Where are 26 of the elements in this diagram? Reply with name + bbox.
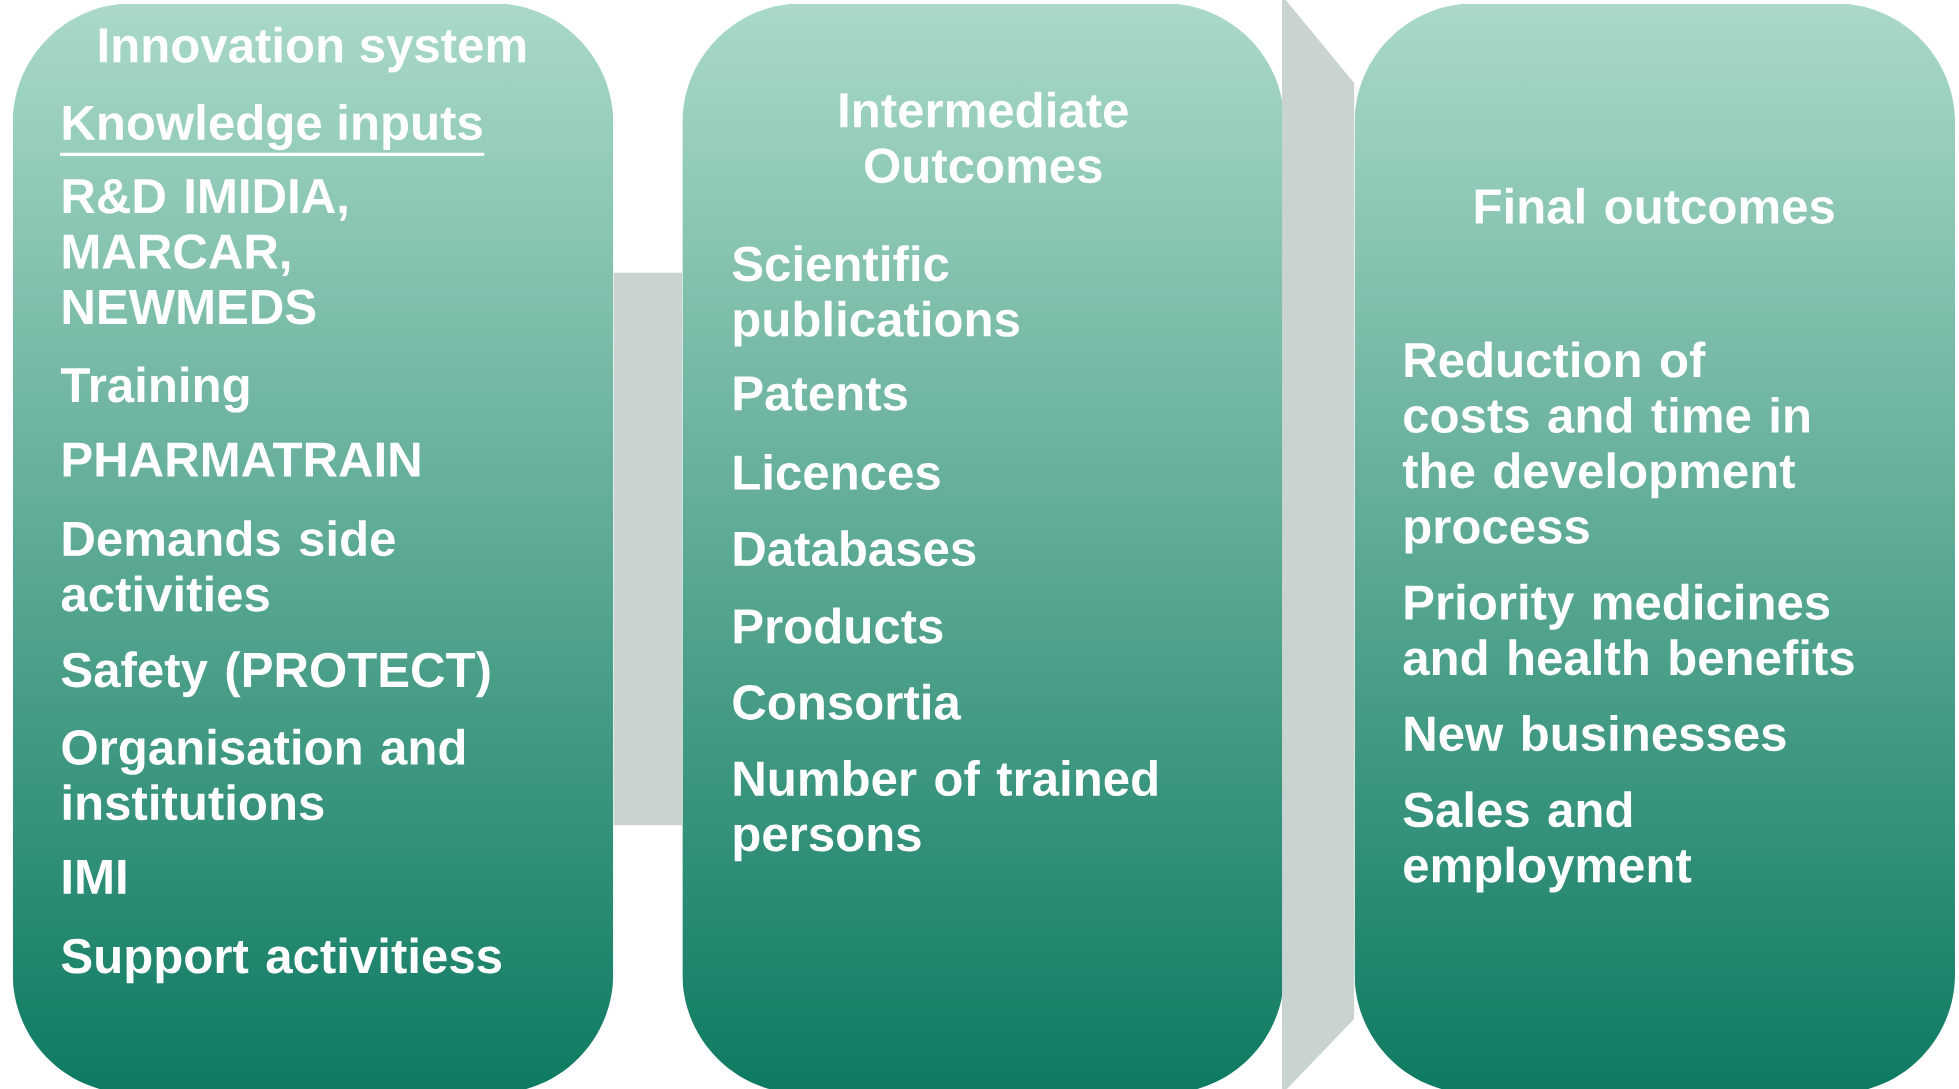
rounded-box	[60, 26, 526, 984]
list-item: Products	[734, 607, 943, 644]
list-item: Safety (PROTECT)	[61, 651, 490, 697]
list-item: Reduction of costs and time in the development process	[1402, 341, 1809, 554]
connector-band	[613, 272, 682, 826]
list-item: PHARMATRAIN	[63, 442, 420, 477]
heading: Final outcomes	[1475, 187, 1834, 224]
list-item: Number of trained persons	[734, 759, 1157, 862]
list-item: New businesses	[1405, 714, 1786, 751]
list-item: Support activitiess	[61, 937, 501, 984]
heading: Innovation system	[99, 26, 526, 73]
list-item: Licences	[734, 453, 940, 490]
list-item: Consortia	[733, 683, 962, 720]
list-item: Scientific publications	[732, 245, 1019, 347]
list-item: IMI	[63, 859, 126, 894]
list-item: R&D IMIDIA, MARCAR, NEWMEDS	[63, 178, 347, 325]
list-item: Training	[60, 366, 249, 413]
list-item: Demands side activities	[61, 519, 395, 612]
list-item: Organisation and institutions	[62, 728, 465, 821]
list-item: Sales and employment	[1403, 791, 1692, 893]
list-item: Databases	[734, 529, 976, 566]
heading: Intermediate Outcomes	[840, 91, 1128, 183]
underlined-heading: Knowledge inputs	[60, 103, 485, 156]
list-item: Patents	[734, 376, 907, 411]
connector-band	[1282, 0, 1355, 1089]
list-item: Priority medicines and health benefits	[1403, 583, 1854, 676]
